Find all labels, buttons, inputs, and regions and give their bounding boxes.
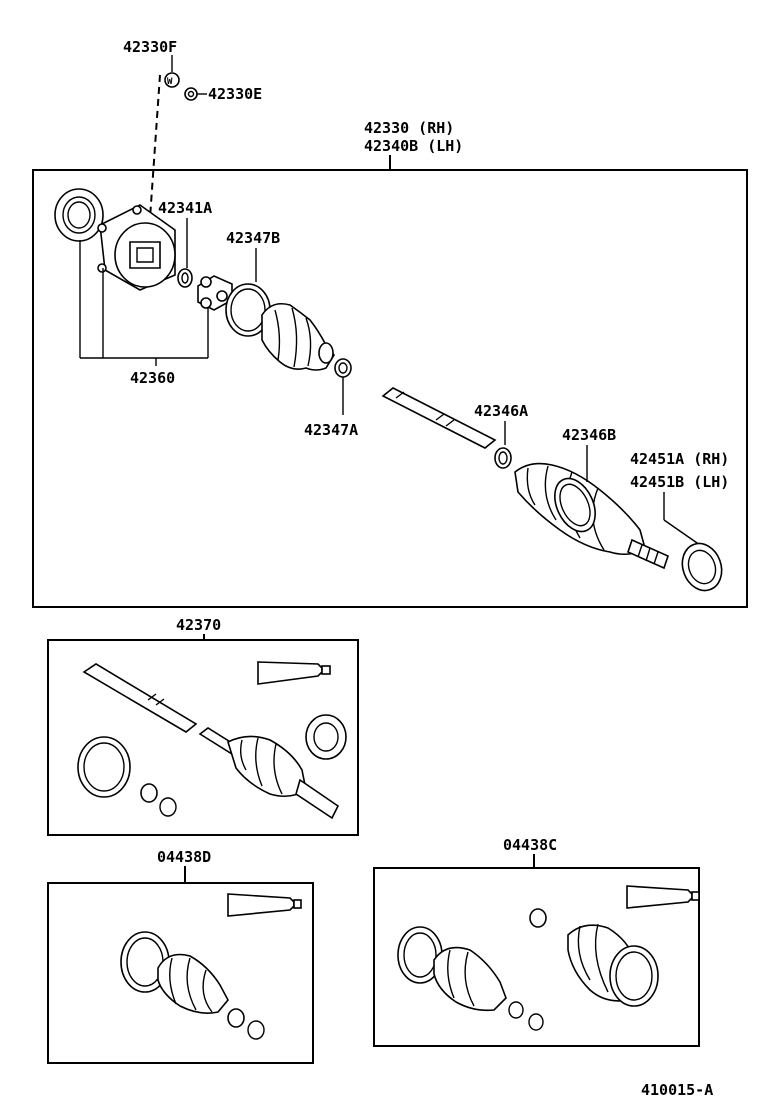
label-42346A: 42346A bbox=[474, 402, 528, 420]
label-42341A: 42341A bbox=[158, 199, 212, 217]
box-04438D bbox=[47, 882, 314, 1064]
drive-shaft bbox=[381, 387, 497, 449]
label-42330E: 42330E bbox=[208, 85, 262, 103]
dust-cover-ring bbox=[54, 188, 104, 242]
dust-seal-42451 bbox=[681, 542, 723, 592]
washer-42330F: W bbox=[164, 72, 180, 88]
dust-seal-42370 bbox=[305, 714, 347, 760]
main-assembly-box bbox=[32, 169, 748, 608]
grease-tube-04438C bbox=[626, 885, 700, 909]
label-42330-rh: 42330 (RH) bbox=[364, 119, 454, 137]
svg-text:W: W bbox=[167, 77, 173, 87]
figure-id: 410015-A bbox=[641, 1081, 713, 1099]
shaft-assembly-42370 bbox=[82, 663, 340, 820]
grease-tube-04438D bbox=[227, 893, 302, 917]
box-04438C bbox=[373, 867, 700, 1047]
clamp-small-04438C-mid bbox=[508, 908, 547, 1031]
label-42451B-lh: 42451B (LH) bbox=[630, 473, 729, 491]
label-42347A: 42347A bbox=[304, 421, 358, 439]
label-42340B-lh: 42340B (LH) bbox=[364, 137, 463, 155]
label-42451A-rh: 42451A (RH) bbox=[630, 450, 729, 468]
clamp-small-42370 bbox=[140, 783, 177, 817]
outboard-joint-housing bbox=[97, 204, 176, 291]
clamp-large-42370 bbox=[77, 736, 131, 798]
boot-clamp-42346A bbox=[494, 447, 512, 469]
grease-tube-42370 bbox=[257, 661, 331, 685]
nut-42330E bbox=[184, 87, 198, 101]
clamp-large-04438C-right bbox=[609, 945, 659, 1007]
boot-04438C-left bbox=[433, 946, 507, 1012]
boot-04438D bbox=[157, 953, 229, 1014]
label-42330F: 42330F bbox=[123, 38, 177, 56]
dashed-leader-hub bbox=[149, 74, 161, 219]
boot-clamp-42346B bbox=[554, 477, 596, 533]
boot-clamp-small bbox=[334, 358, 352, 378]
inner-boot bbox=[261, 302, 335, 371]
label-42347B: 42347B bbox=[226, 229, 280, 247]
label-42370: 42370 bbox=[176, 616, 221, 634]
clamp-small-04438D bbox=[227, 1008, 265, 1040]
label-04438D: 04438D bbox=[157, 848, 211, 866]
box-42370 bbox=[47, 639, 359, 836]
snap-ring-42341A bbox=[177, 268, 193, 288]
label-42346B: 42346B bbox=[562, 426, 616, 444]
label-04438C: 04438C bbox=[503, 836, 557, 854]
label-42360: 42360 bbox=[130, 369, 175, 387]
outer-spline-end bbox=[627, 538, 669, 570]
leader-42451-b bbox=[663, 519, 701, 546]
